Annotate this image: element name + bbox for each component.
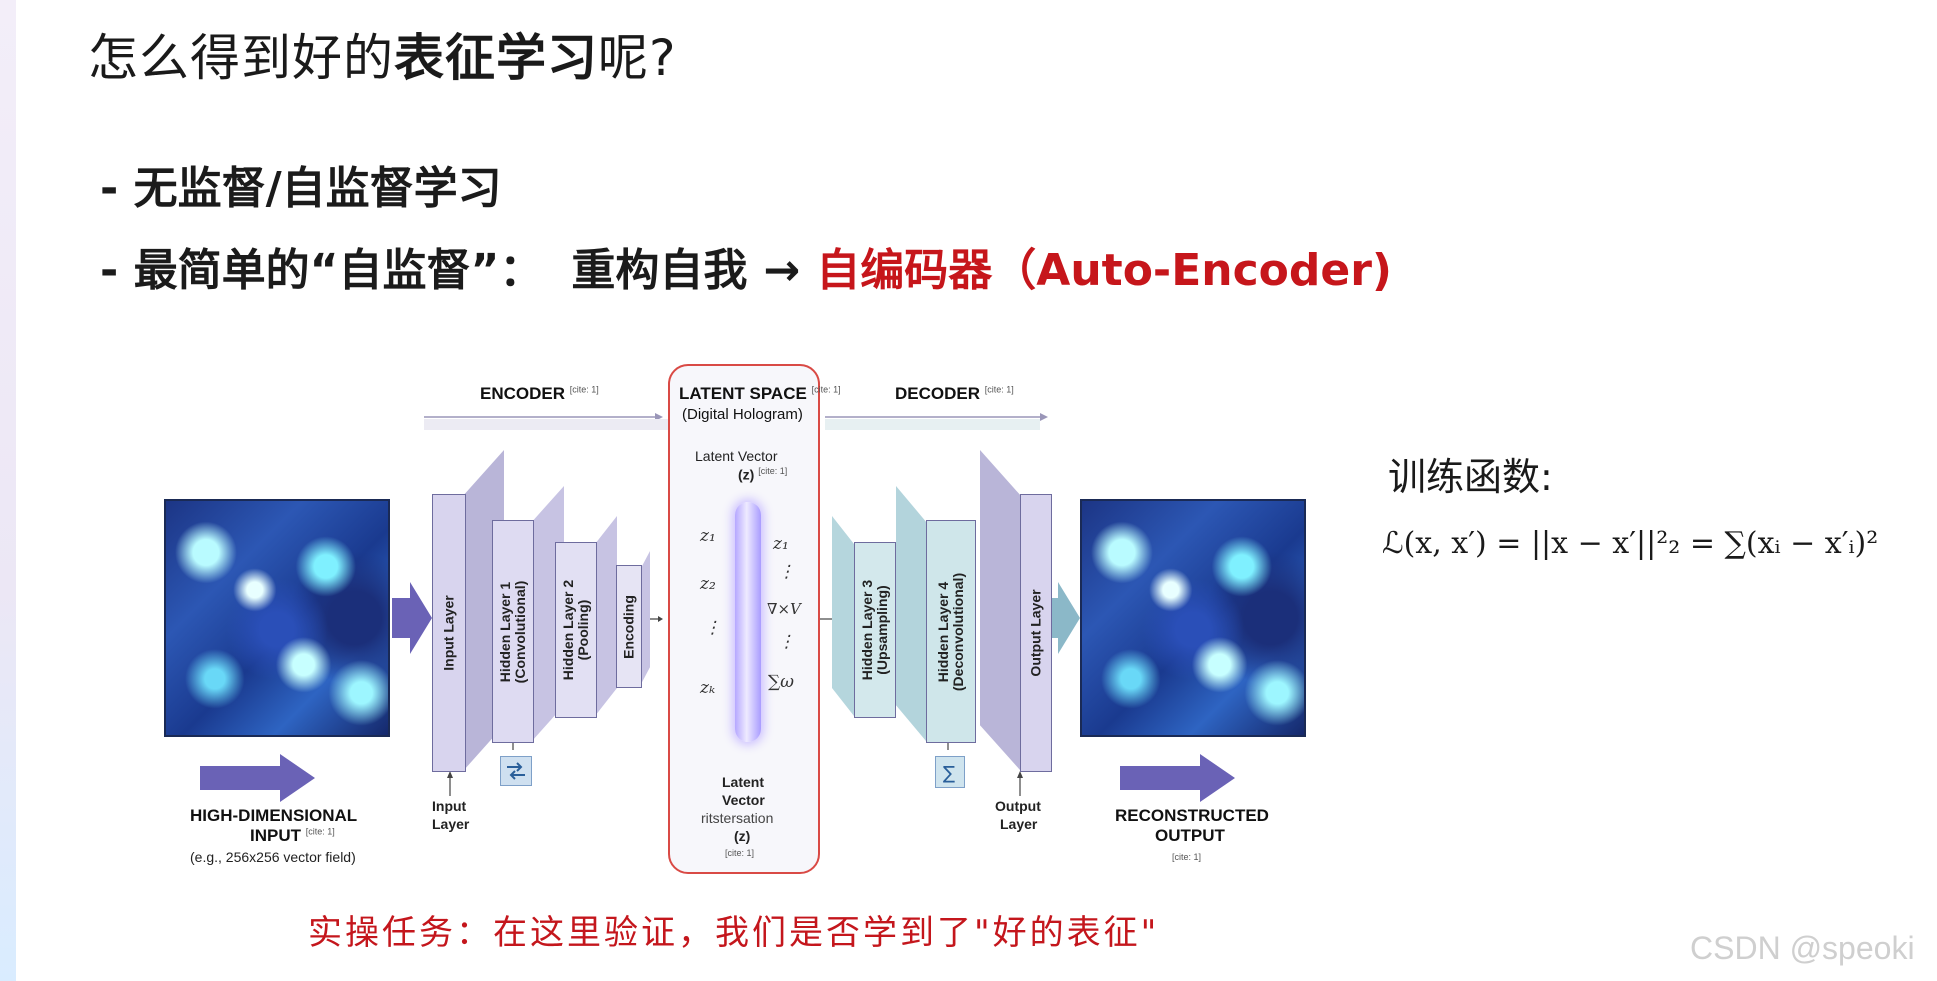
input-layer-caption-1: Input — [432, 798, 467, 814]
latent-space-subtitle: (Digital Hologram) — [682, 406, 803, 423]
hidden-layer-2-block: Hidden Layer 2(Pooling) — [555, 516, 617, 718]
encoder-cite: [cite: 1] — [569, 384, 599, 395]
arrow-right-icon: → — [763, 245, 801, 296]
output-layer-label: Output Layer — [1027, 589, 1044, 677]
latent-bottom-line-1: Latent — [722, 774, 764, 790]
input-caption-note: (e.g., 256x256 vector field) — [190, 849, 356, 865]
latent-zk: zₖ — [700, 678, 716, 698]
input-vector-field-image — [164, 499, 390, 737]
output-caption-cite: [cite: 1] — [1172, 852, 1202, 862]
latent-z1: z₁ — [700, 526, 716, 546]
practice-task-text: 实操任务：在这里验证，我们是否学到了"好的表征" — [308, 913, 1160, 953]
latent-bottom-cite: [cite: 1] — [725, 848, 755, 858]
latent-right-vdots-1: ⋮ — [778, 562, 795, 582]
encoding-label: Encoding — [620, 594, 637, 659]
latent-vdots: ⋮ — [704, 618, 721, 638]
svg-text:∑: ∑ — [943, 763, 955, 784]
bullet2-intro: - 最简单的“自监督”： — [100, 245, 544, 296]
encoding-block: Encoding — [616, 551, 650, 688]
hidden-layer-4-block: Hidden Layer 4(Deconvolutional) — [896, 486, 976, 743]
encoder-label: ENCODER [cite: 1] — [480, 384, 599, 403]
input-layer-caption-2: Layer — [432, 816, 470, 832]
reconstructed-vector-field-image — [1080, 499, 1306, 737]
input-layer-label: Input Layer — [440, 595, 457, 671]
title-suffix: 呢? — [598, 29, 677, 87]
bullet-unsupervised: - 无监督/自监督学习 — [100, 163, 502, 214]
csdn-watermark: CSDN @speoki — [1690, 930, 1915, 966]
latent-bottom-line-2: Vector — [722, 792, 765, 808]
latent-right-vdots-2: ⋮ — [778, 632, 795, 652]
output-caption-subtitle: OUTPUT — [1155, 826, 1225, 845]
latent-z2: z₂ — [700, 574, 716, 594]
hidden-layer-3-label: Hidden Layer 3(Upsampling) — [859, 579, 890, 681]
autoencoder-diagram: ENCODER [cite: 1] DECODER [cite: 1] Inpu… — [160, 356, 1310, 876]
slide-title: 怎么得到好的表征学习呢? — [88, 18, 677, 90]
hidden-layer-2-label: Hidden Layer 2(Pooling) — [560, 579, 591, 681]
title-prefix: 怎么得到好的 — [88, 29, 394, 87]
latent-vector-z: (z) [cite: 1] — [738, 466, 788, 483]
loss-function-formula: ℒ(x, x′) = ||x − x′||²₂ = ∑(xᵢ − x′ᵢ)² — [1382, 526, 1879, 561]
latent-vector-bar — [735, 502, 761, 742]
bullet-self-supervised: - 最简单的“自监督”： 重构自我 → 自编码器（Auto-Encoder) — [100, 234, 1392, 298]
latent-vector-title: Latent Vector — [695, 448, 778, 464]
title-keyword: 表征学习 — [394, 29, 598, 87]
input-caption-title: HIGH-DIMENSIONAL — [190, 806, 358, 825]
output-layer-caption-1: Output — [995, 798, 1041, 814]
loss-function-title: 训练函数: — [1388, 455, 1553, 499]
latent-right-curl: ∇×V — [767, 600, 801, 618]
output-layer-caption-2: Layer — [1000, 816, 1038, 832]
latent-right-sum: ∑ω — [768, 672, 794, 692]
flow-icon — [500, 756, 532, 786]
input-caption-subtitle: INPUT [cite: 1] — [250, 826, 335, 845]
hidden-layer-1-label: Hidden Layer 1(Convolutional) — [497, 580, 528, 683]
latent-bottom-line-4: (z) — [734, 828, 751, 844]
latent-space-label: LATENT SPACE [cite: 1] — [679, 384, 841, 403]
bullet2-reconstruct: 重构自我 — [571, 245, 748, 296]
decoder-label: DECODER [cite: 1] — [895, 384, 1014, 403]
hidden-layer-1-block: Hidden Layer 1(Convolutional) — [492, 486, 564, 743]
latent-right-z1: z₁ — [773, 534, 789, 554]
hidden-layer-3-block: Hidden Layer 3(Upsampling) — [832, 516, 896, 718]
hidden-layer-4-label: Hidden Layer 4(Deconvolutional) — [935, 572, 966, 691]
slide-left-edge — [0, 0, 16, 981]
output-caption-title: RECONSTRUCTED — [1115, 806, 1269, 825]
bullet2-autoencoder: 自编码器（Auto-Encoder) — [816, 245, 1393, 296]
output-layer-block: Output Layer — [980, 450, 1052, 772]
sum-icon: ∑ — [935, 756, 965, 788]
decoder-cite: [cite: 1] — [984, 384, 1014, 395]
latent-bottom-line-3: ritstersation — [701, 810, 774, 826]
